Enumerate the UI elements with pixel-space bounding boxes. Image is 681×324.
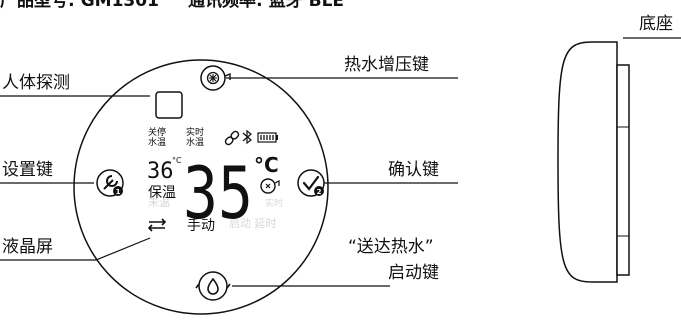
battery-icon bbox=[257, 132, 278, 143]
side-body bbox=[557, 41, 618, 283]
callout-body-sensor: 人体探测 bbox=[2, 73, 70, 93]
comm-label: 通讯频率: 蓝牙 BLE bbox=[188, 0, 345, 11]
svg-text:2: 2 bbox=[317, 188, 322, 196]
confirm-button: 2 bbox=[297, 169, 325, 197]
lcd-ghost-right: 启动 延时 bbox=[229, 217, 277, 230]
lcd-big-unit: °C bbox=[254, 153, 279, 177]
fan-icon bbox=[224, 72, 231, 80]
bluetooth-icon bbox=[242, 129, 252, 145]
model-label: 产品型号: GM1301 bbox=[0, 0, 159, 11]
lcd-stop-warm-2: 水温 bbox=[148, 136, 166, 148]
lcd-screen: 未温 启动 延时 实时 关停 水温 实时 水温 36 °C 保温 35 °C bbox=[147, 126, 283, 235]
check-icon bbox=[302, 175, 320, 191]
svg-text:实时: 实时 bbox=[265, 197, 283, 209]
deliver-button bbox=[195, 271, 231, 301]
callout-settings-key: 设置键 bbox=[2, 160, 53, 180]
callout-boost-key: 热水增压键 bbox=[344, 55, 429, 75]
lcd-small-unit: °C bbox=[172, 156, 182, 165]
leader-lcd bbox=[0, 237, 151, 261]
lcd-realtime-2: 水温 bbox=[186, 136, 204, 148]
lcd-small-temp: 36 bbox=[147, 159, 174, 184]
lcd-realtime-1: 实时 bbox=[186, 126, 204, 138]
callout-deliver-line1: “送达热水” bbox=[348, 237, 434, 257]
lcd-ghost-left: 未温 bbox=[148, 196, 170, 209]
callout-deliver-line2: 启动键 bbox=[388, 263, 439, 283]
device-side-view bbox=[557, 41, 630, 283]
lcd-manual: 手动 bbox=[187, 218, 215, 234]
svg-text:1: 1 bbox=[116, 188, 121, 196]
wrench-icon bbox=[103, 175, 118, 190]
cycle-arrows-icon bbox=[147, 218, 167, 232]
lcd-big-temp: 35 bbox=[183, 151, 253, 235]
callout-base: 底座 bbox=[639, 14, 673, 34]
link-icon bbox=[224, 130, 240, 146]
leader-lines bbox=[0, 37, 681, 287]
boost-button bbox=[200, 65, 231, 91]
water-drop-cycle-icon bbox=[207, 277, 219, 295]
body-sensor-window bbox=[155, 91, 183, 119]
settings-button: 1 bbox=[96, 169, 124, 197]
callout-lcd-screen: 液晶屏 bbox=[2, 237, 53, 257]
device-outer-ring bbox=[73, 59, 329, 315]
side-base bbox=[616, 64, 630, 276]
lcd-keep-warm: 保温 bbox=[148, 185, 176, 201]
callout-confirm-key: 确认键 bbox=[388, 160, 439, 180]
lcd-stop-warm-1: 关停 bbox=[148, 126, 166, 138]
lcd-boost-icon bbox=[260, 178, 280, 194]
